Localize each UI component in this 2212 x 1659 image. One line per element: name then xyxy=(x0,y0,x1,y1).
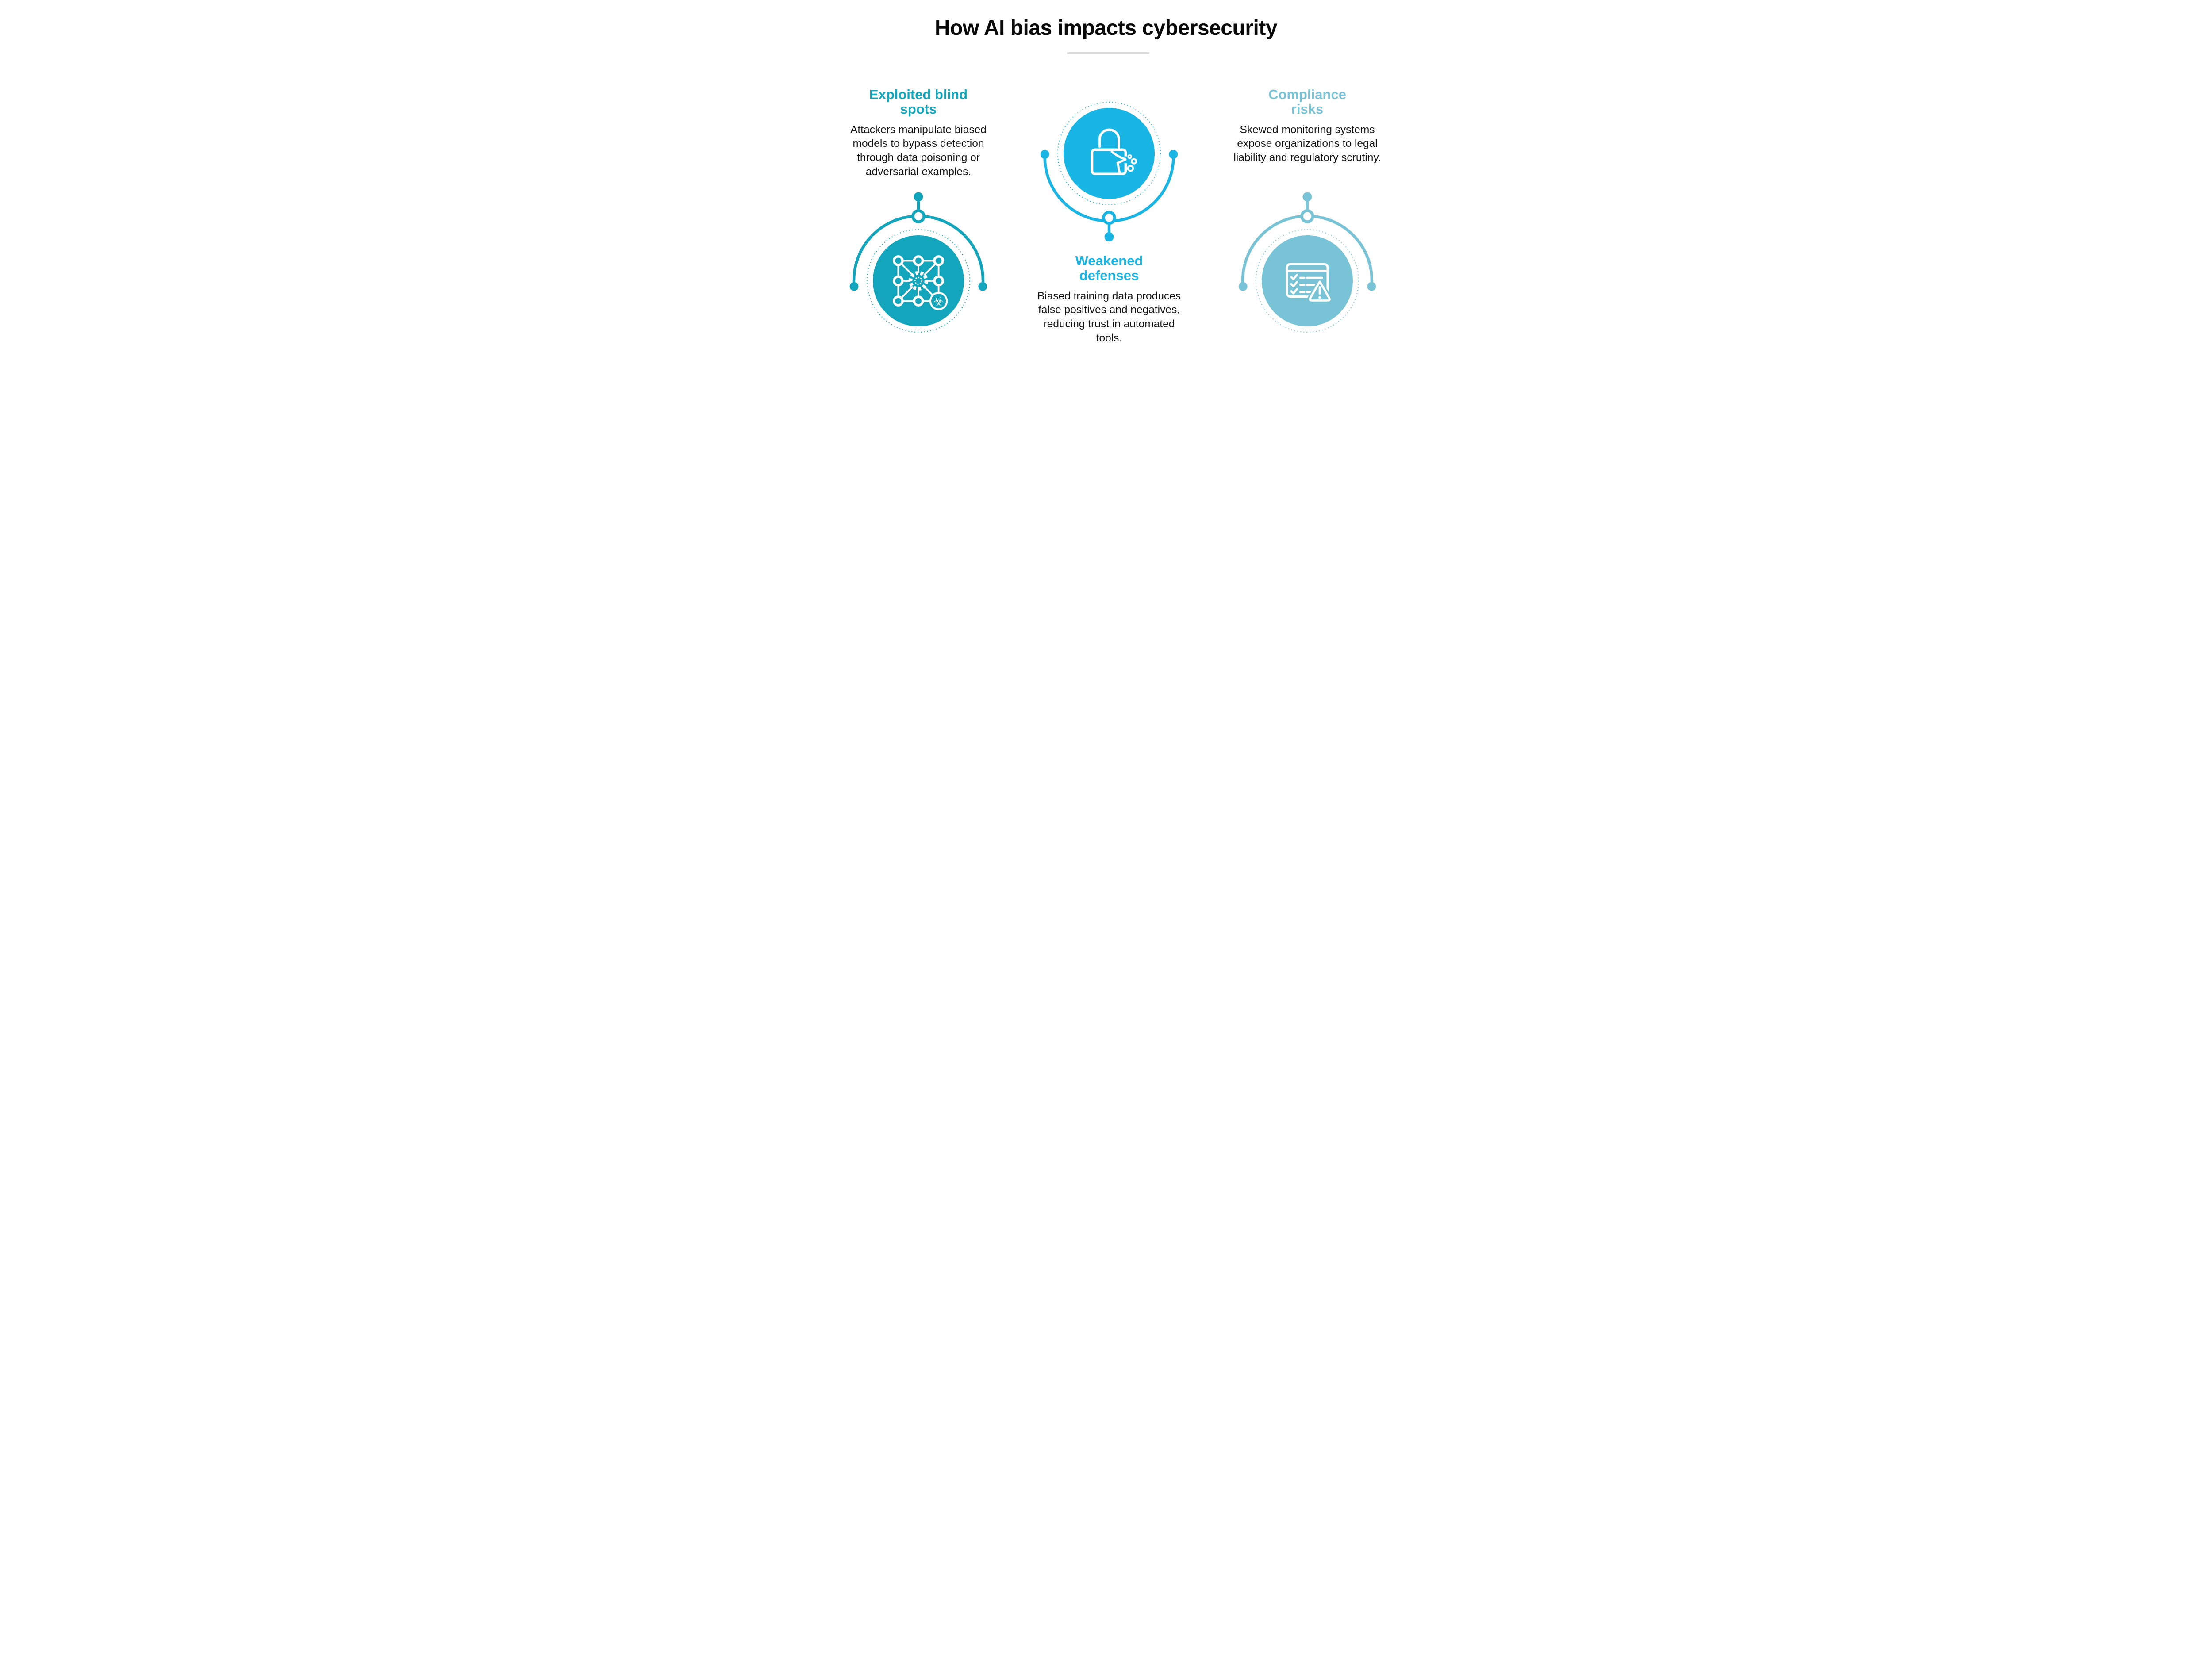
heading-line-2: spots xyxy=(900,101,937,117)
orbit-end-dot-right xyxy=(978,282,987,291)
orbit-arc-assembly xyxy=(1238,192,1376,291)
section-body: Skewed monitoring systems expose organiz… xyxy=(1233,123,1381,164)
warning-triangle-icon xyxy=(1307,279,1333,303)
dotted-circle xyxy=(1057,102,1161,205)
orbit-ring xyxy=(1102,211,1116,225)
crack-upper xyxy=(1110,150,1127,161)
heading-line-2: risks xyxy=(1291,101,1324,117)
checklist-window xyxy=(1286,263,1329,298)
orbit-arc-assembly xyxy=(1040,150,1178,241)
heading-line-1: Compliance xyxy=(1268,87,1346,102)
orbit-end-dot-left xyxy=(1238,282,1248,291)
dotted-circle xyxy=(867,229,970,333)
orbit-end-dot-left xyxy=(849,282,859,291)
padlock-shackle xyxy=(1098,128,1120,151)
heading-line-1: Weakened xyxy=(1075,253,1143,268)
motif-weakened-defenses xyxy=(1040,102,1178,241)
crack-lower xyxy=(1116,158,1127,174)
gear-icon xyxy=(908,271,929,291)
orbit-arc-assembly xyxy=(849,192,987,291)
infographic-canvas: How AI bias impacts cybersecurity Exploi… xyxy=(762,0,1450,387)
biohazard-node-icon: ☣ xyxy=(929,291,948,310)
network-nodes xyxy=(893,255,944,307)
dotted-circle xyxy=(1256,229,1359,333)
orbit-end-dot-left xyxy=(1040,150,1049,159)
checklist-warning-icon xyxy=(1286,263,1333,303)
break-bubbles xyxy=(1127,154,1137,172)
heading-line-2: defenses xyxy=(1079,267,1139,283)
icon-circle xyxy=(1064,108,1155,199)
orbit-bottom-dot xyxy=(1104,232,1114,241)
broken-padlock-icon xyxy=(1091,128,1137,175)
section-body: Biased training data produces false posi… xyxy=(1037,290,1181,344)
title-divider xyxy=(1067,52,1149,54)
page-title: How AI bias impacts cybersecurity xyxy=(934,16,1278,40)
orbit-ring xyxy=(911,209,926,223)
orbit-end-dot-right xyxy=(1367,282,1376,291)
motif-compliance-risks xyxy=(1238,192,1376,333)
motif-exploited-blind-spots: ☣ xyxy=(849,192,987,333)
section-body: Attackers manipulate biased models to by… xyxy=(850,123,987,178)
orbit-end-dot-right xyxy=(1169,150,1178,159)
svg-text:☣: ☣ xyxy=(933,295,944,308)
ai-network-biohazard-icon: ☣ xyxy=(893,255,948,310)
orbit-top-dot xyxy=(1302,192,1312,202)
orbit-top-dot xyxy=(914,192,923,202)
orbit-ring xyxy=(1300,209,1314,223)
heading-line-1: Exploited blind xyxy=(869,87,968,102)
icon-circle xyxy=(1262,235,1353,326)
